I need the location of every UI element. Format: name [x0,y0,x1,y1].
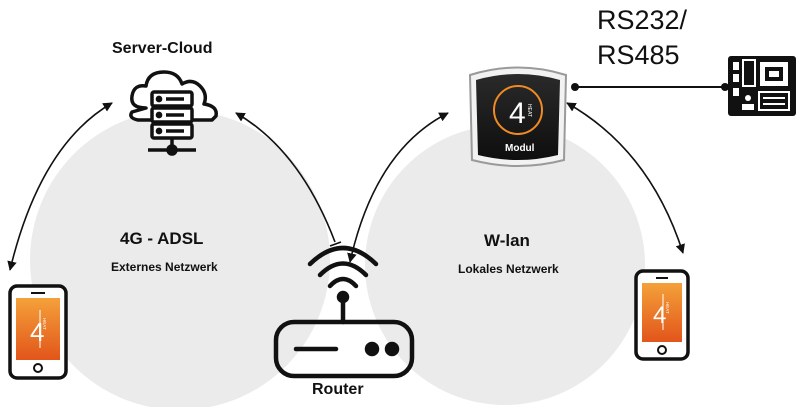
right-network-subtitle: Lokales Netzwerk [458,262,559,276]
interface-label-line1: RS232/ [597,5,688,35]
server-cloud-label: Server-Cloud [112,40,213,57]
arrow-module-phone [566,102,685,254]
connection-arrows [7,102,685,271]
right-network-title: W-lan [484,231,530,250]
cloud-server-icon [129,70,218,156]
arrow-tail-bar [329,241,342,247]
svg-text:4: 4 [30,317,44,347]
serial-endpoint-left [571,83,579,91]
wifi-router-icon [273,245,415,379]
left-network-subtitle: Externes Netzwerk [111,260,218,274]
arrow-phone-server [7,102,113,271]
circuit-board-icon [728,56,796,116]
module-logo-4: 4 [509,97,526,130]
module-device: 4 HEAT [468,66,568,167]
svg-text:4: 4 [653,302,666,329]
module-ring [493,85,543,135]
left-network-title: 4G - ADSL [120,229,204,248]
smartphone-icon-left: 4 HEAT [8,284,68,380]
svg-text:HEAT: HEAT [665,302,670,314]
module-logo-heat: HEAT [526,104,532,117]
interface-label-line2: RS485 [597,40,680,70]
arrow-router-server [235,112,336,243]
serial-endpoint-right [721,83,729,91]
arrow-router-module [347,112,449,263]
svg-text:HEAT: HEAT [42,318,47,330]
smartphone-icon-right: 4 HEAT [634,269,690,361]
router-label: Router [312,381,364,398]
module-label: Modul [505,143,535,154]
